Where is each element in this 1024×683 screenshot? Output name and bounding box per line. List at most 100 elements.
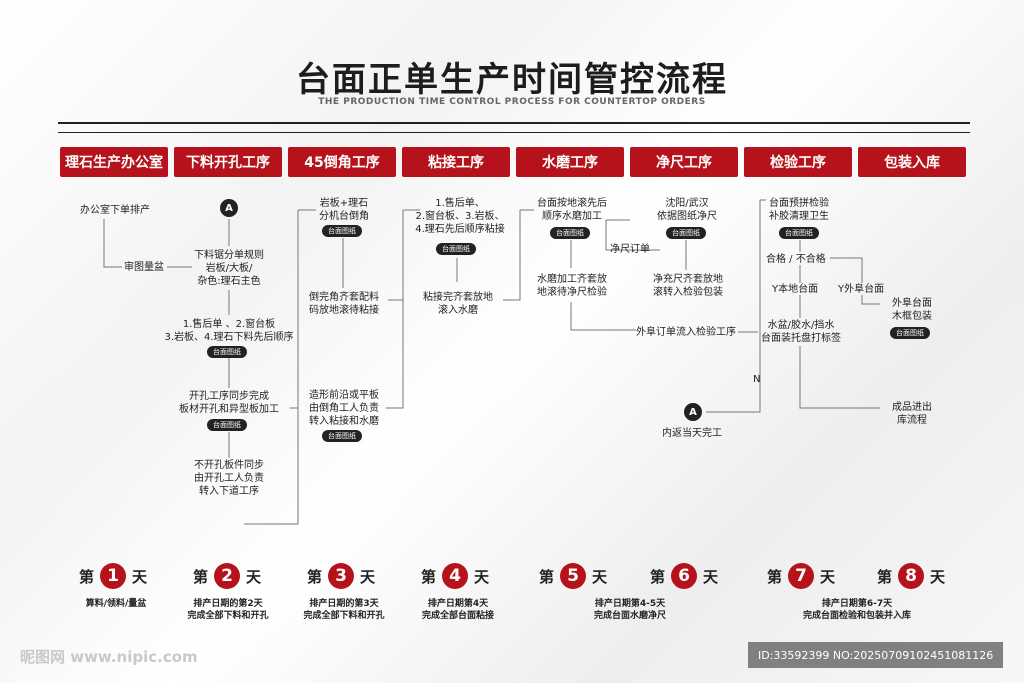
stage-bevel: 45倒角工序	[288, 147, 396, 177]
stage-office: 理石生产办公室	[60, 147, 168, 177]
day-prefix: 第	[421, 567, 437, 586]
day-3-desc: 排产日期的第3天 完成全部下料和开孔	[288, 598, 400, 622]
day-1: 第 1 天	[79, 563, 147, 589]
day-suffix: 天	[592, 567, 608, 586]
finished-line1: 成品进出	[892, 402, 932, 413]
node-office-order: 办公室下单排产	[80, 205, 150, 216]
day-prefix: 第	[193, 567, 209, 586]
bevel-split-line2: 分机台倒角	[319, 211, 369, 222]
sink-label-line1: 水盆/胶水/挡水	[767, 320, 835, 331]
title-rule-bottom	[58, 132, 970, 133]
node-outside-flow: 外阜订单流入检验工序	[636, 327, 736, 338]
day-desc-line: 排产日期第4-5天	[594, 599, 666, 609]
pack-box-line1: 外阜台面	[892, 298, 932, 309]
drawing-tag: 台面图纸	[436, 243, 476, 255]
node-shaping: 造形前沿或平板 由倒角工人负责 转入粘接和水磨	[304, 389, 384, 428]
polish-done-line2: 地滚待净尺检验	[537, 287, 607, 298]
glue-order-line2: 2.窗台板、3.岩板、	[415, 211, 505, 222]
polish-done-line1: 水磨加工齐套放	[537, 274, 607, 285]
day-prefix: 第	[79, 567, 95, 586]
pack-box-line2: 木框包装	[892, 311, 932, 322]
node-pack-box: 外阜台面 木框包装	[884, 297, 940, 323]
day-number: 1	[100, 563, 127, 589]
day-7-8-desc: 排产日期第6-7天 完成台面检验和包装并入库	[782, 598, 932, 622]
day-number: 3	[328, 563, 355, 589]
polish-order-line1: 台面按地滚先后	[537, 198, 607, 209]
drawing-tag: 台面图纸	[779, 227, 819, 239]
day-prefix: 第	[650, 567, 666, 586]
shaping-line2: 由倒角工人负责	[309, 403, 379, 414]
drawing-tag: 台面图纸	[322, 430, 362, 442]
drawing-tag: 台面图纸	[322, 225, 362, 237]
node-return-same-day: 内返当天完工	[662, 428, 722, 439]
bevel-split-line1: 岩板+理石	[319, 198, 369, 209]
shaping-line3: 转入粘接和水磨	[309, 416, 379, 427]
node-glue-order: 1.售后单、 2.窗台板、3.岩板、 4.理石先后顺序粘接	[410, 197, 510, 236]
polish-order-line2: 顺序水磨加工	[542, 211, 602, 222]
no-drill-line2: 由开孔工人负责	[194, 473, 264, 484]
day-5: 第 5 天	[539, 563, 607, 589]
node-no-drill: 不开孔板件同步 由开孔工人负责 转入下道工序	[188, 459, 270, 498]
site-watermark: 昵图网 www.nipic.com	[20, 648, 198, 666]
day-desc-line: 完成全部台面粘接	[421, 611, 494, 621]
page-subtitle: THE PRODUCTION TIME CONTROL PROCESS FOR …	[318, 97, 706, 107]
saw-rules-line2: 岩板/大板/	[205, 263, 253, 274]
drawing-tag: 台面图纸	[550, 227, 590, 239]
page-title: 台面正单生产时间管控流程	[296, 60, 728, 100]
node-outside: Y外阜台面	[838, 284, 885, 295]
no-drill-line3: 转入下道工序	[199, 486, 259, 497]
glue-order-line3: 4.理石先后顺序粘接	[415, 224, 505, 235]
trim-done-line2: 滚转入检验包装	[653, 287, 723, 298]
node-trim-city: 沈阳/武汉 依据图纸净尺	[650, 197, 724, 223]
day-number: 2	[214, 563, 241, 589]
drill-sync-line1: 开孔工序同步完成	[189, 391, 269, 402]
day-1-desc: 算料/领料/量盆	[64, 598, 168, 610]
shaping-line1: 造形前沿或平板	[309, 390, 379, 401]
node-local: Y本地台面	[772, 284, 819, 295]
node-polish-done: 水磨加工齐套放 地滚待净尺检验	[532, 273, 612, 299]
node-bevel-split: 岩板+理石 分机台倒角	[312, 197, 376, 223]
saw-rules-line3: 杂色:理石主色	[197, 276, 261, 287]
bevel-done-line2: 码放地滚待粘接	[309, 305, 379, 316]
sink-label-line2: 台面装托盘打标签	[761, 333, 841, 344]
node-drill-sync: 开孔工序同步完成 板材开孔和异型板加工	[174, 390, 284, 416]
trim-done-line1: 净充尺齐套放地	[653, 274, 723, 285]
day-suffix: 天	[132, 567, 148, 586]
day-number: 6	[671, 563, 698, 589]
stage-polishing: 水磨工序	[516, 147, 624, 177]
bevel-done-line1: 倒完角齐套配料	[309, 292, 379, 303]
node-polish-order: 台面按地滚先后 顺序水磨加工	[534, 197, 610, 223]
cut-order-line2: 3.岩板、4.理石下料先后顺序	[164, 332, 294, 343]
day-4-desc: 排产日期第4天 完成全部台面粘接	[402, 598, 514, 622]
node-saw-rules: 下料锯分单规则 岩板/大板/ 杂色:理石主色	[190, 249, 268, 288]
no-drill-line1: 不开孔板件同步	[194, 460, 264, 471]
stage-cutting: 下料开孔工序	[174, 147, 282, 177]
day-3: 第 3 天	[307, 563, 375, 589]
title-rule-top	[58, 122, 970, 124]
day-desc-line: 排产日期第6-7天	[821, 599, 893, 609]
day-number: 5	[560, 563, 587, 589]
day-suffix: 天	[360, 567, 376, 586]
day-5-6-desc: 排产日期第4-5天 完成台面水磨净尺	[570, 598, 690, 622]
day-desc-line: 完成全部下料和开孔	[187, 611, 269, 621]
inspect-clean-line1: 台面预拼检验	[769, 198, 829, 209]
day-suffix: 天	[474, 567, 490, 586]
day-desc-line: 算料/领料/量盆	[85, 599, 147, 609]
node-glue-done: 粘接完齐套放地 滚入水磨	[418, 291, 498, 317]
marker-a-top: A	[220, 199, 238, 217]
saw-rules-line1: 下料锯分单规则	[194, 250, 264, 261]
glue-order-line1: 1.售后单、	[435, 198, 485, 209]
day-suffix: 天	[820, 567, 836, 586]
trim-city-line1: 沈阳/武汉	[665, 198, 709, 209]
node-review-drawing: 审图量盆	[124, 262, 164, 273]
node-cut-order: 1.售后单 、2.窗台板 3.岩板、4.理石下料先后顺序	[160, 318, 298, 344]
drawing-tag: 台面图纸	[207, 419, 247, 431]
marker-a-return: A	[684, 403, 702, 421]
day-7: 第 7 天	[767, 563, 835, 589]
node-trim-done: 净充尺齐套放地 滚转入检验包装	[648, 273, 728, 299]
stage-trimming: 净尺工序	[630, 147, 738, 177]
node-finished: 成品进出 库流程	[884, 401, 940, 427]
day-suffix: 天	[246, 567, 262, 586]
branch-n-label: N	[753, 374, 761, 385]
